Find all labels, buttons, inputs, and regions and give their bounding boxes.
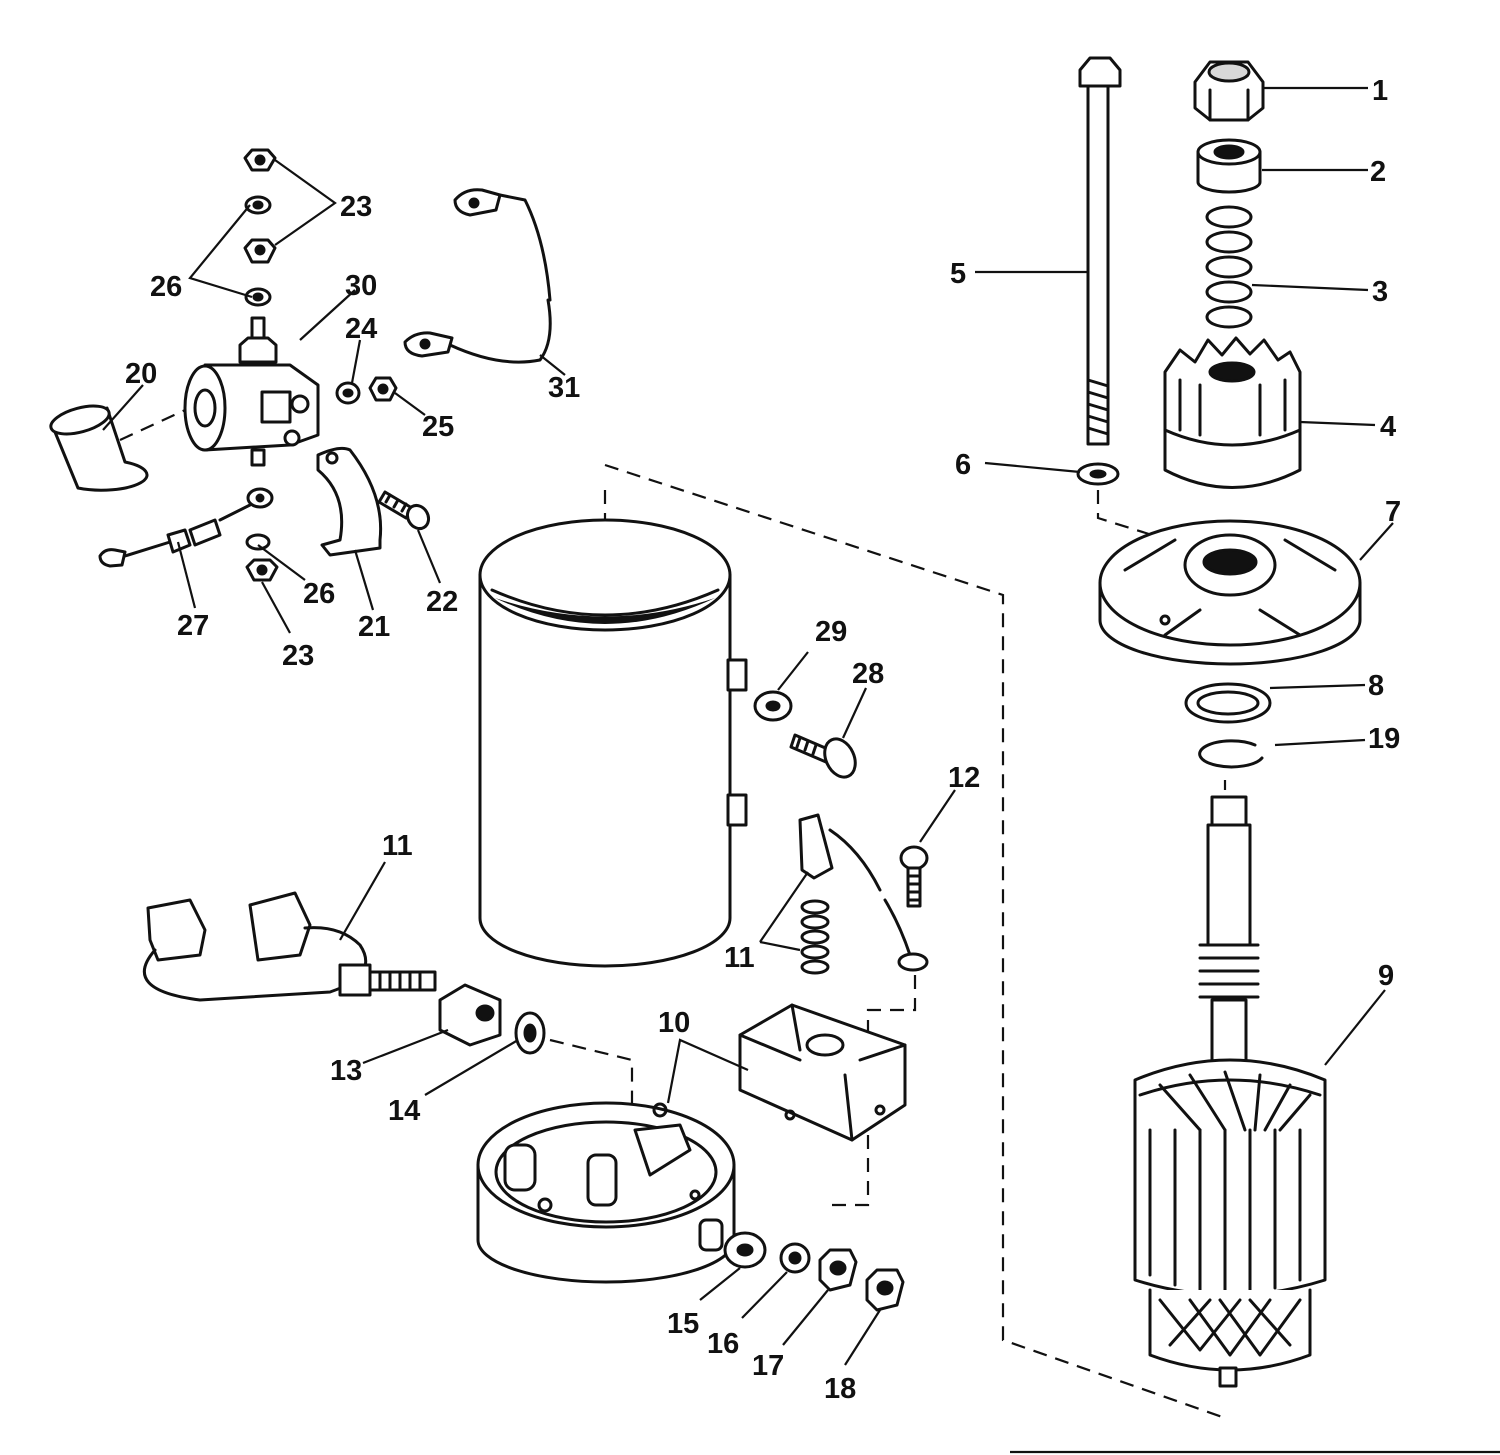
callout-2: 2 <box>1370 156 1386 188</box>
callout-19: 19 <box>1368 723 1400 755</box>
part-19-retaining-ring <box>1198 739 1264 769</box>
part-12-screw <box>899 845 929 908</box>
part-22-screw <box>377 490 431 531</box>
callout-22: 22 <box>426 586 458 618</box>
callout-11-left: 11 <box>382 830 413 862</box>
part-23-nut-bottom <box>245 558 279 582</box>
part-28-screw <box>789 733 857 779</box>
part-8-thrust-washer <box>1184 682 1272 724</box>
part-11-brush-spring <box>798 813 929 975</box>
part-10-commutator-end-cap <box>476 1101 736 1284</box>
callout-7: 7 <box>1385 496 1401 528</box>
part-5-through-bolt <box>1078 56 1122 446</box>
part-21-bracket <box>316 446 383 557</box>
callout-23-bottom: 23 <box>282 640 314 672</box>
part-29-washer <box>753 690 793 722</box>
callout-17: 17 <box>752 1350 784 1382</box>
part-15-washer <box>723 1231 767 1269</box>
part-18-nut <box>865 1268 905 1312</box>
part-27-lead <box>98 503 252 568</box>
callout-30: 30 <box>345 270 377 302</box>
part-solenoid-stud-washer <box>246 487 274 509</box>
part-23-nut-middle <box>243 238 277 264</box>
callout-25: 25 <box>422 411 454 443</box>
callout-29: 29 <box>815 616 847 648</box>
part-6-washer <box>1076 462 1120 486</box>
callout-6: 6 <box>955 449 971 481</box>
part-3-spring <box>1205 205 1253 329</box>
part-20-boot <box>49 404 149 492</box>
part-4-drive-pinion <box>1163 336 1302 489</box>
callout-26-bottom: 26 <box>303 578 335 610</box>
callout-1: 1 <box>1372 75 1388 107</box>
callout-16: 16 <box>707 1328 739 1360</box>
callout-24: 24 <box>345 313 377 345</box>
callout-23-top: 23 <box>340 191 372 223</box>
part-23-nut-top <box>243 148 277 172</box>
part-26-lockwasher-middle <box>244 287 272 307</box>
part-1-hex-nut <box>1193 60 1265 122</box>
callout-10: 10 <box>658 1007 690 1039</box>
callout-labels: 1 2 3 4 5 6 7 8 19 9 10 11 11 12 13 14 1… <box>125 75 1401 1405</box>
part-9-armature <box>1133 795 1327 1388</box>
part-2-spacer <box>1196 138 1262 194</box>
callout-26-top: 26 <box>150 271 182 303</box>
starter-frame-housing <box>478 518 748 968</box>
callout-28: 28 <box>852 658 884 690</box>
callout-27: 27 <box>177 610 209 642</box>
part-31-cable <box>403 188 552 364</box>
callout-13: 13 <box>330 1055 362 1087</box>
callout-14: 14 <box>388 1095 420 1127</box>
callout-9: 9 <box>1378 960 1394 992</box>
callout-12: 12 <box>948 762 980 794</box>
callout-18: 18 <box>824 1373 856 1405</box>
callout-3: 3 <box>1372 276 1388 308</box>
callout-20: 20 <box>125 358 157 390</box>
callout-11-right: 11 <box>724 942 755 974</box>
callout-31: 31 <box>548 372 580 404</box>
part-30-solenoid <box>183 316 320 467</box>
part-11-brush-assembly-left <box>142 891 437 1002</box>
part-14-washer <box>514 1011 546 1055</box>
callout-15: 15 <box>667 1308 699 1340</box>
part-13-terminal-block <box>438 983 502 1047</box>
callout-21: 21 <box>358 611 390 643</box>
callout-4: 4 <box>1380 411 1396 443</box>
part-7-drive-end-cap <box>1098 519 1362 666</box>
callout-5: 5 <box>950 258 966 290</box>
callout-8: 8 <box>1368 670 1384 702</box>
part-25-nut <box>368 376 398 402</box>
part-26-lockwasher-bottom <box>245 533 271 551</box>
part-26-lockwasher-top <box>244 195 272 215</box>
leader-lines <box>102 86 1394 1366</box>
part-24-lockwasher <box>335 381 361 405</box>
part-17-nut <box>818 1248 858 1292</box>
part-16-lockwasher <box>779 1242 811 1274</box>
part-10-brush-holder <box>738 1003 907 1142</box>
